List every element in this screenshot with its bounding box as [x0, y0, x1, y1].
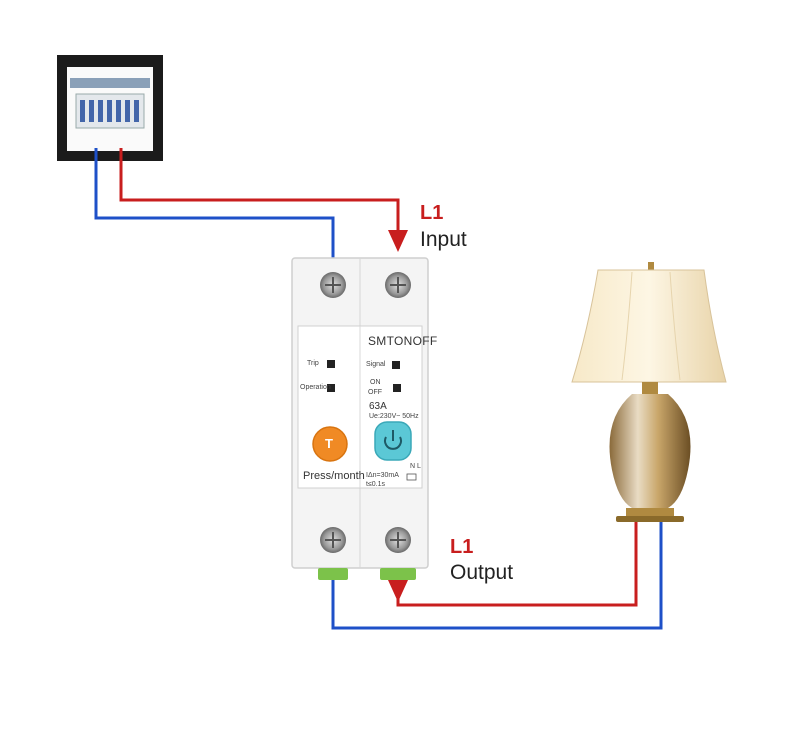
trip-indicator: [327, 360, 335, 368]
terminal-n-top: N: [410, 463, 416, 470]
distribution-box-icon: [57, 55, 163, 161]
neutral-wire: [94, 148, 663, 630]
device-brand: SMTONOFF: [368, 334, 438, 348]
power-button[interactable]: [374, 421, 412, 461]
trip-label: Trip: [307, 360, 319, 367]
input-label: Input: [420, 228, 467, 251]
press-month-label: Press/month: [303, 470, 365, 482]
on-label: ON: [370, 379, 381, 386]
time-label: t≤0.1s: [366, 481, 386, 488]
power-icon: [384, 430, 402, 450]
leakage-label: IΔn=30mA: [366, 472, 399, 479]
arrow-down-icon: [388, 580, 408, 602]
signal-label: Signal: [366, 361, 386, 368]
arrow-down-icon: [388, 230, 408, 252]
test-button[interactable]: [312, 426, 348, 462]
signal-indicator: [392, 361, 400, 369]
table-lamp-icon: [571, 262, 727, 522]
off-label: OFF: [368, 389, 382, 396]
on-off-indicator: [393, 384, 401, 392]
output-label: Output: [450, 561, 514, 584]
terminal-l-top: L: [417, 463, 421, 470]
rating-label: 63A: [369, 401, 387, 412]
voltage-label: Ue:230V~ 50Hz: [369, 413, 419, 420]
circuit-breaker: [291, 257, 429, 580]
operation-label: Operation: [300, 384, 331, 391]
output-line-label: L1: [450, 536, 474, 558]
input-line-label: L1: [420, 202, 444, 224]
operation-indicator: [327, 384, 335, 392]
test-button-label: T: [325, 436, 333, 451]
